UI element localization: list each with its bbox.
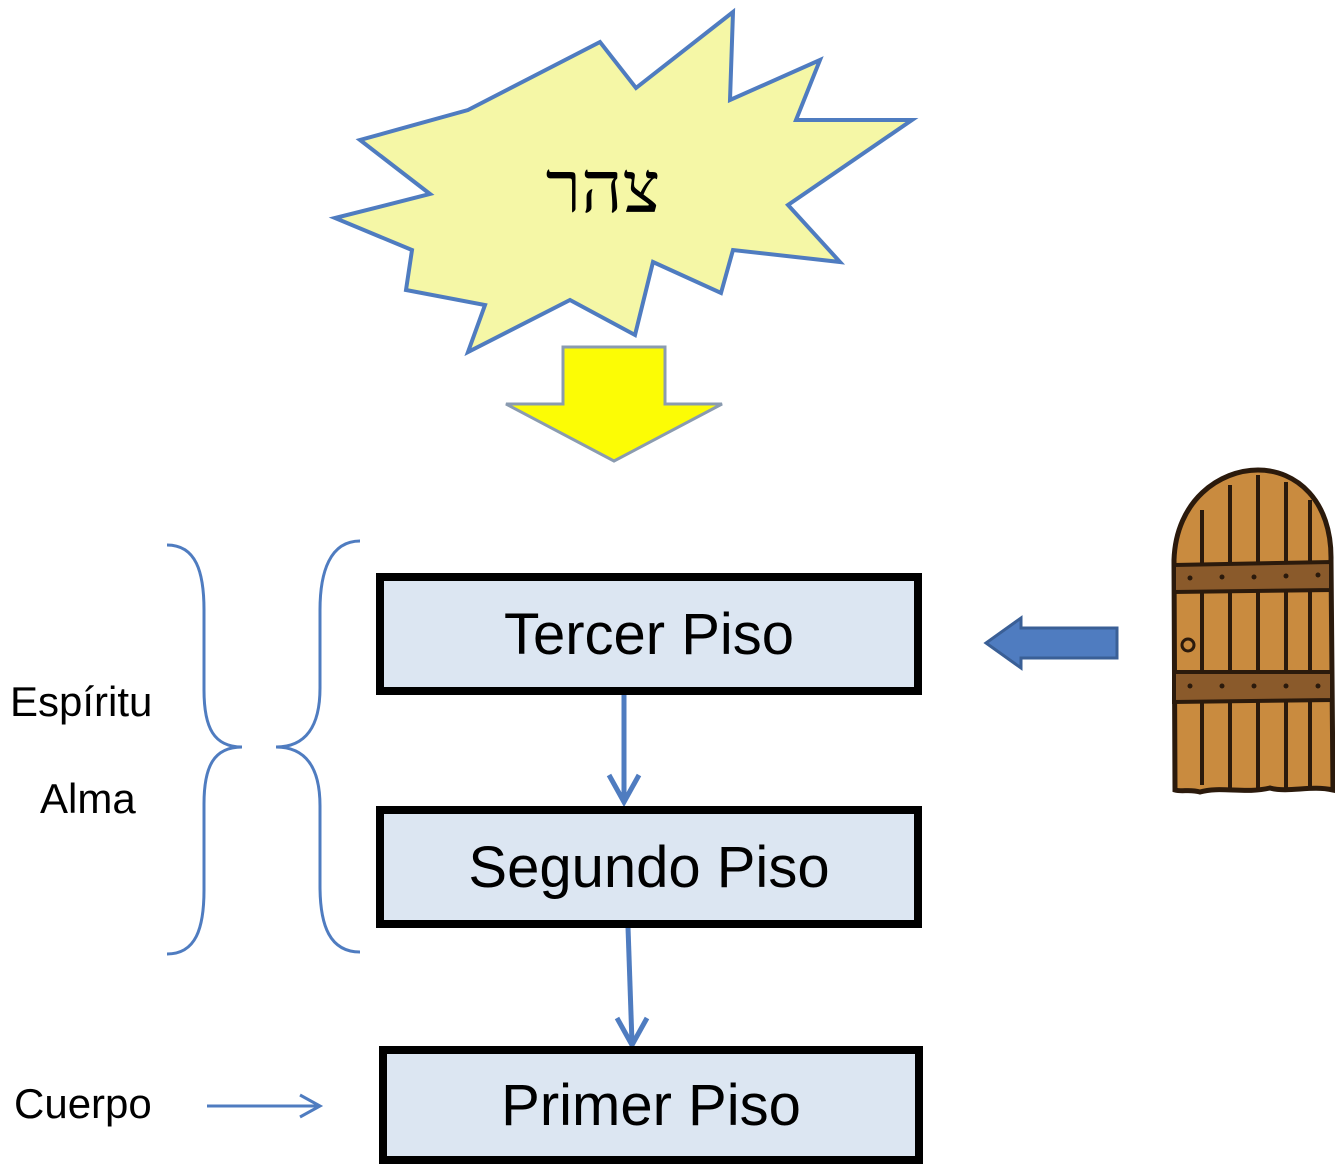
down-arrow-icon [505, 345, 723, 463]
inner-curly-brace [275, 539, 361, 954]
connector-arrowhead-2 [614, 1016, 650, 1051]
starburst [328, 7, 919, 357]
second-floor-label: Segundo Piso [468, 834, 830, 900]
body-arrowhead [299, 1093, 324, 1119]
first-floor-box: Primer Piso [379, 1046, 923, 1164]
door-icon [1171, 467, 1335, 795]
burst-text: צהר [546, 145, 661, 229]
soul-label: Alma [40, 775, 136, 822]
first-floor-label: Primer Piso [501, 1072, 801, 1138]
spirit-label: Espíritu [10, 678, 153, 725]
outer-curly-brace [166, 543, 243, 956]
connector-arrowhead-1 [606, 773, 642, 808]
connector-second-to-first [625, 926, 635, 1044]
second-floor-box: Segundo Piso [376, 806, 922, 928]
left-arrow-icon [983, 615, 1119, 671]
body-label: Cuerpo [14, 1080, 152, 1127]
third-floor-box: Tercer Piso [376, 573, 922, 695]
third-floor-label: Tercer Piso [503, 601, 795, 667]
